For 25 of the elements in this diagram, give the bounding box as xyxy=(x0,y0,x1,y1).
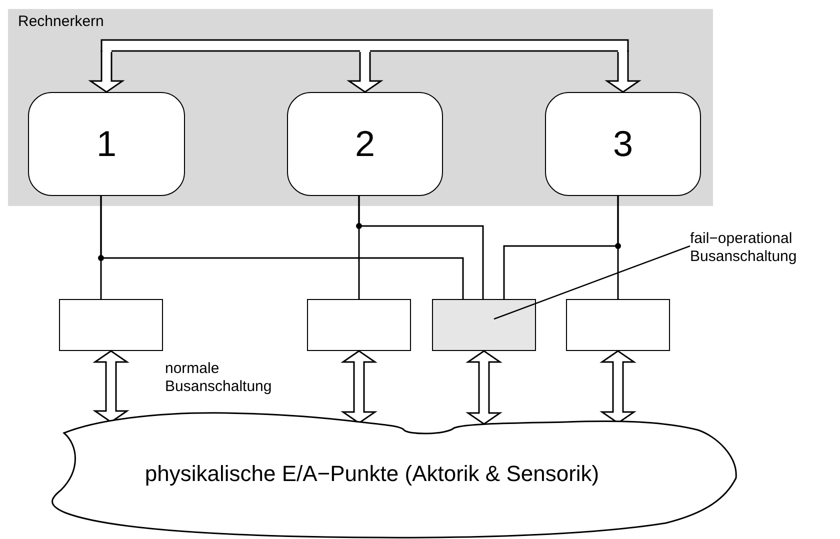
callout-text: fail−operational Busanschaltung xyxy=(690,230,798,266)
annotation-text: normale Busanschaltung xyxy=(165,360,273,396)
processor-box xyxy=(287,92,443,196)
signal-line xyxy=(358,196,484,299)
bus-arrow xyxy=(346,50,384,93)
bus-arrow xyxy=(466,350,502,425)
bus-interface-box xyxy=(59,299,163,351)
processor-box xyxy=(28,92,185,196)
processor-box xyxy=(545,92,701,196)
bus-arrow xyxy=(604,50,642,93)
cloud-label: physikalische E/A−Punkte (Aktorik & Sensorik) xyxy=(144,460,600,486)
bus-arrow xyxy=(340,350,378,424)
signal-line xyxy=(503,196,619,299)
bus-arrow xyxy=(88,50,125,93)
processor-number: 3 xyxy=(612,123,634,165)
group-title: Rechnerkern xyxy=(18,13,104,30)
processor-number: 1 xyxy=(96,123,117,165)
bus-interface-box xyxy=(566,299,670,351)
bus-interface-box xyxy=(307,299,411,351)
leader-line xyxy=(494,245,690,320)
bus-arrow xyxy=(92,350,130,423)
bus-interface-box xyxy=(432,299,536,351)
signal-line xyxy=(100,196,464,299)
processor-number: 2 xyxy=(354,123,376,165)
group-panel xyxy=(8,9,713,206)
